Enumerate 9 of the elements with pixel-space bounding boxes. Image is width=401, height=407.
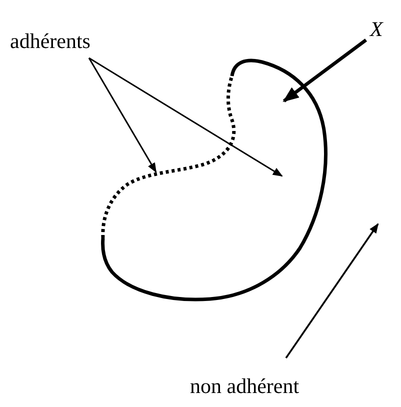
leader-arrow xyxy=(282,38,368,102)
dotted-boundary xyxy=(101,75,236,238)
leader-arrow xyxy=(285,223,379,359)
closed-outline xyxy=(101,58,328,302)
leader-arrow xyxy=(88,57,283,177)
label-text: non adhérent xyxy=(190,375,300,398)
leader-arrow xyxy=(88,58,157,173)
label-text: adhérents xyxy=(10,30,90,54)
label-text: X xyxy=(370,18,383,42)
